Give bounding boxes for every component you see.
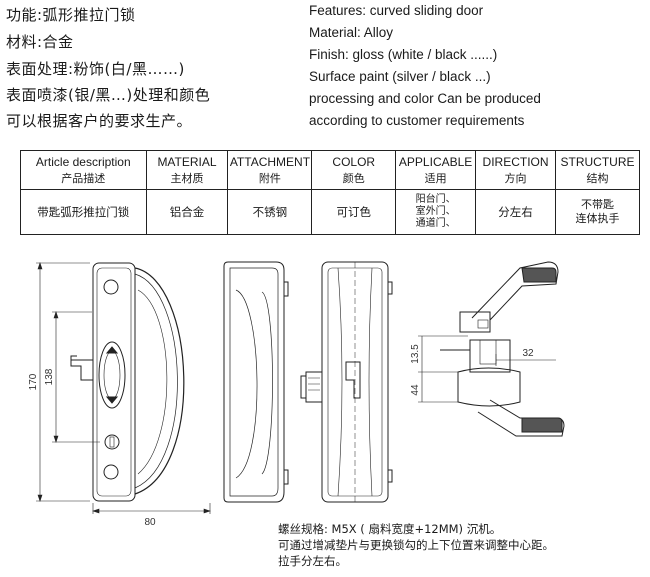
note-screw: 螺丝规格: M5X ( 扇料宽度+12MM) 沉机。 (278, 522, 502, 536)
en-customer: according to customer requirements (309, 113, 525, 128)
dim-32: 32 (522, 348, 534, 359)
side-view (223, 261, 289, 503)
cell-material: 铝合金 (145, 189, 229, 235)
cn-paint: 表面喷漆(银/黑…)处理和颜色 (6, 86, 211, 104)
cn-material: 材料:合金 (6, 33, 74, 51)
dim-170: 170 (28, 373, 39, 390)
cn-custom: 可以根据客户的要求生产。 (6, 112, 193, 130)
cell-attachment: 不锈钢 (227, 189, 313, 235)
cell-color: 可订色 (311, 189, 397, 235)
note-adjust: 可通过增减垫片与更换锁勾的上下位置来调整中心距。 (278, 538, 554, 552)
cell-structure: 不带匙 连体执手 (555, 189, 640, 235)
cell-description: 带匙弧形推拉门锁 (20, 189, 147, 235)
cell-applicable: 阳台门、 室外门、 通道门、 (395, 189, 477, 235)
front-view (36, 262, 211, 514)
cell-direction: 分左右 (475, 189, 556, 235)
en-processing: processing and color Can be produced (309, 91, 541, 106)
en-paint: Surface paint (silver / black ...) (309, 69, 491, 84)
edge-view (300, 261, 393, 503)
cn-feature: 功能:弧形推拉门锁 (6, 6, 136, 24)
en-feature: Features: curved sliding door (309, 3, 484, 18)
assembly-view (418, 261, 565, 437)
table-row: 带匙弧形推拉门锁 铝合金 不锈钢 可订色 阳台门、 室外门、 通道门、 分左右 … (20, 189, 640, 235)
en-finish: Finish: gloss (white / black ......) (309, 47, 498, 62)
dim-44: 44 (410, 384, 421, 396)
note-direction: 拉手分左右。 (278, 554, 347, 568)
dim-80: 80 (144, 517, 156, 528)
en-material: Material: Alloy (309, 25, 394, 40)
dim-13-5: 13.5 (410, 344, 421, 364)
dim-138: 138 (44, 368, 55, 385)
cn-finish: 表面处理:粉饰(白/黑……) (6, 60, 185, 78)
